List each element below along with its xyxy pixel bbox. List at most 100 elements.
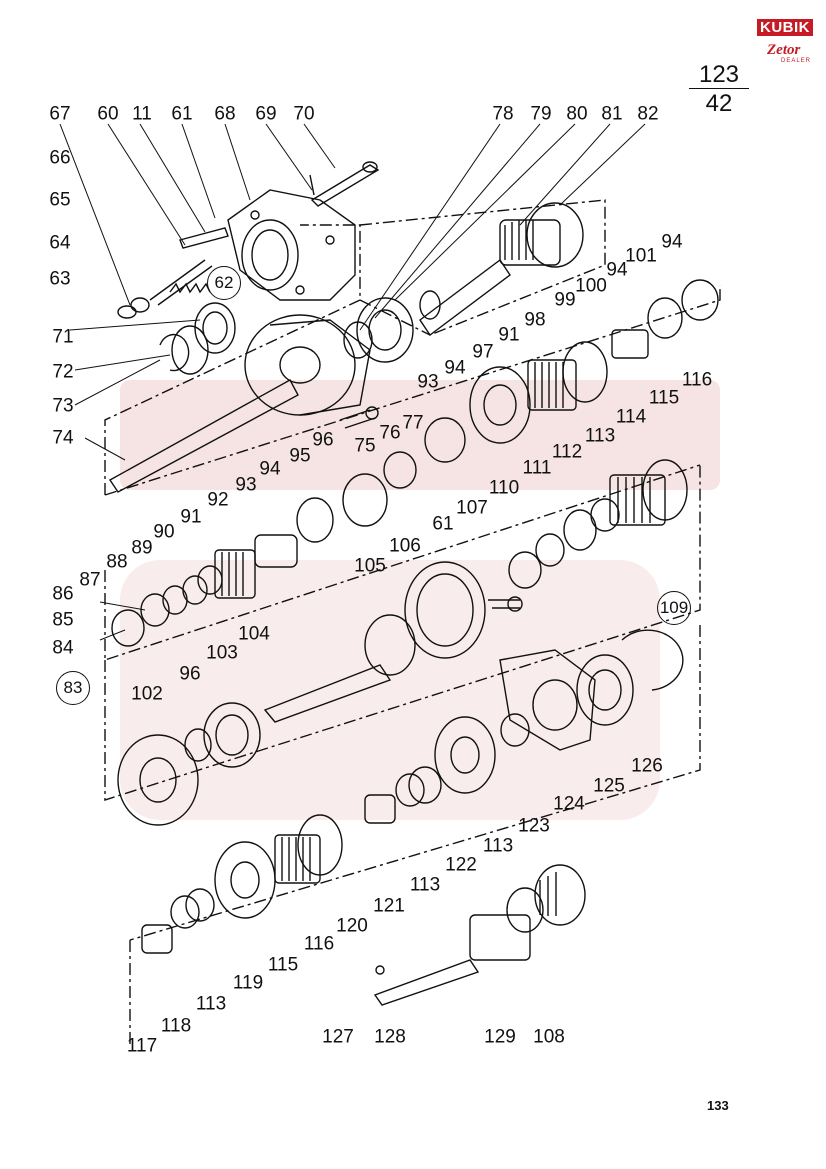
part-label: 71 [52, 326, 74, 348]
part-label: 125 [593, 775, 625, 797]
input-shaft-104 [117, 614, 416, 826]
part-label: 89 [131, 537, 153, 559]
part-label: 102 [131, 683, 163, 705]
part-label: 98 [524, 309, 546, 331]
part-label: 91 [498, 324, 520, 346]
gear-row-bottom-left [141, 814, 343, 954]
part-label: 80 [566, 103, 588, 125]
part-label: 94 [661, 231, 683, 253]
part-label: 11 [132, 103, 152, 125]
part-label: 61 [432, 513, 454, 535]
part-label: 94 [444, 357, 466, 379]
part-label: 128 [374, 1026, 406, 1048]
part-label: 115 [648, 387, 680, 409]
part-label: 88 [106, 551, 128, 573]
part-label: 111 [522, 457, 552, 479]
part-label: 122 [445, 854, 477, 876]
assembly-frame-lines [104, 199, 721, 1045]
part-label: 94 [259, 458, 281, 480]
part-label: 116 [681, 369, 713, 391]
part-label: 104 [238, 623, 270, 645]
part-label: 73 [52, 395, 74, 417]
part-label: 68 [214, 103, 236, 125]
part-label: 92 [207, 489, 229, 511]
part-label: 106 [389, 535, 421, 557]
bearing-and-circlip [159, 302, 236, 375]
part-label: 100 [575, 275, 607, 297]
part-label: 70 [293, 103, 315, 125]
brand-title: KUBIK [757, 19, 813, 36]
part-label: 69 [255, 103, 277, 125]
part-label: 79 [530, 103, 552, 125]
page-number: 133 [707, 1098, 729, 1113]
part-label: 87 [79, 569, 101, 591]
gear-row-upper [342, 279, 719, 527]
part-label: 101 [625, 245, 657, 267]
output-shaft-128 [373, 864, 586, 1006]
part-label: 82 [637, 103, 659, 125]
part-label: 95 [289, 445, 311, 467]
part-label: 107 [456, 497, 488, 519]
leader-lines [59, 123, 646, 641]
part-label: 117 [126, 1035, 158, 1057]
gear-row-lower-right [508, 459, 688, 589]
part-label: 126 [631, 755, 663, 777]
part-label: 114 [615, 406, 647, 428]
splined-shaft-82 [419, 202, 584, 337]
part-label: 112 [551, 441, 583, 463]
part-label: 113 [584, 425, 616, 447]
part-label: 110 [488, 477, 520, 499]
part-label: 85 [52, 609, 74, 631]
part-label: 61 [171, 103, 193, 125]
group-ref-62: 62 [207, 266, 241, 300]
part-label: 77 [402, 412, 424, 434]
part-label: 97 [472, 341, 494, 363]
part-label: 67 [49, 103, 71, 125]
kubik-zetor-logo: KUBIK Zetor DEALER [753, 14, 815, 70]
part-label: 108 [533, 1026, 565, 1048]
cover-housing-68 [227, 189, 356, 301]
part-label: 118 [160, 1015, 192, 1037]
part-label: 91 [180, 506, 202, 528]
pto-shaft-70 [309, 161, 380, 207]
part-label: 116 [303, 933, 335, 955]
main-shaft-74 [108, 297, 414, 493]
part-label: 113 [195, 993, 227, 1015]
brand-tag: DEALER [781, 58, 812, 64]
part-label: 96 [312, 429, 334, 451]
part-label: 113 [482, 835, 514, 857]
part-label: 103 [206, 642, 238, 664]
part-label: 96 [179, 663, 201, 685]
part-label: 84 [52, 637, 74, 659]
part-label: 81 [601, 103, 623, 125]
sheet-number: 42 [705, 90, 733, 117]
gear-row-lower-left [111, 497, 334, 647]
part-label: 120 [336, 915, 368, 937]
part-label: 113 [409, 874, 441, 896]
part-label: 65 [49, 189, 71, 211]
part-label: 66 [49, 147, 71, 169]
part-label: 90 [153, 521, 175, 543]
part-label: 105 [354, 555, 386, 577]
part-label: 76 [379, 422, 401, 444]
part-label: 75 [354, 435, 376, 457]
part-label: 115 [267, 954, 299, 976]
part-label: 124 [553, 793, 585, 815]
part-label: 127 [322, 1026, 354, 1048]
part-label: 123 [518, 815, 550, 837]
part-label: 121 [373, 895, 405, 917]
gear-cluster-123 [364, 716, 496, 824]
group-ref-83: 83 [56, 671, 90, 705]
part-label: 74 [52, 427, 74, 449]
part-label: 86 [52, 583, 74, 605]
brand-subtitle: Zetor [767, 42, 801, 58]
part-label: 94 [606, 259, 628, 281]
table-number: 123 [689, 62, 749, 89]
part-label: 60 [97, 103, 119, 125]
bolt-and-spring [117, 227, 229, 319]
part-label: 93 [235, 474, 257, 496]
part-label: 78 [492, 103, 514, 125]
part-label: 64 [49, 232, 71, 254]
